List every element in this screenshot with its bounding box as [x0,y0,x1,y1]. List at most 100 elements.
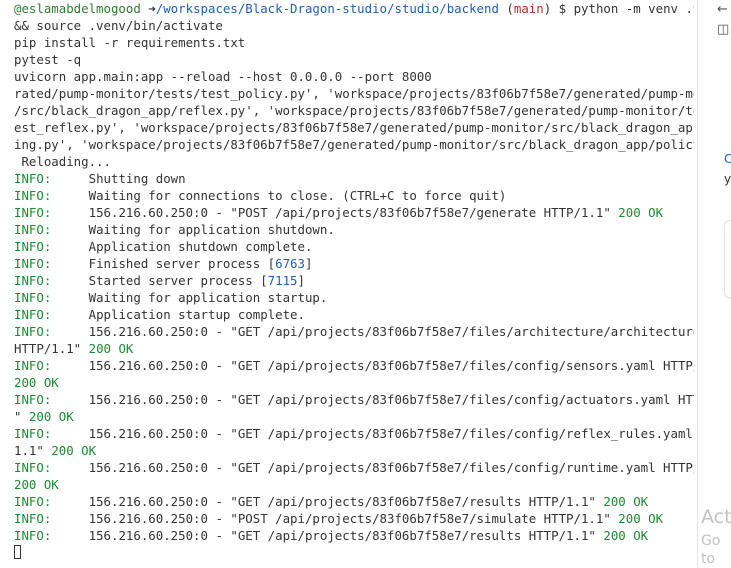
log-line: INFO: 156.216.60.250:0 - "GET /api/proje… [14,493,694,510]
log-line: INFO: 156.216.60.250:0 - "GET /api/proje… [14,527,694,544]
arrow-left-icon[interactable]: ← [717,2,728,17]
log-line: INFO: Waiting for application startup. [14,289,694,306]
panel-divider[interactable] [697,0,698,568]
status-ok: 200 OK [28,409,74,424]
log-message: 156.216.60.250:0 - "GET /api/projects/83… [88,528,604,543]
log-level: INFO: [14,528,52,543]
status-ok: 200 OK [14,477,59,492]
log-message-end: ] [297,273,305,288]
log-line: INFO: 156.216.60.250:0 - "GET /api/proje… [14,459,694,476]
log-gap [51,171,88,186]
status-ok: 200 OK [88,341,134,356]
prompt-line: @eslamabdelmogood ➜/workspaces/Black-Dra… [14,0,694,17]
terminal-output: @eslamabdelmogood ➜/workspaces/Black-Dra… [14,0,694,561]
log-level: INFO: [14,205,52,220]
log-message: 156.216.60.250:0 - "GET /api/projects/83… [88,358,694,373]
log-message: 156.216.60.250:0 - "POST /api/projects/8… [88,511,619,526]
log-message: Waiting for connections to close. (CTRL+… [88,188,507,203]
process-id: 7115 [267,273,298,288]
log-line: INFO: 156.216.60.250:0 - "POST /api/proj… [14,204,694,221]
log-line: INFO: Application shutdown complete. [14,238,694,255]
log-gap [51,290,88,305]
side-panel: ← ◫ C y Act Go to [698,0,731,568]
log-level: INFO: [14,222,52,237]
log-level: INFO: [14,511,52,526]
command-line: && source .venv/bin/activate [14,17,694,34]
log-line-continued: " 200 OK [14,408,694,425]
log-gap [51,222,88,237]
log-message-end: ] [304,256,313,271]
log-level: INFO: [14,188,52,203]
command-text: ing.py', 'workspace/projects/83f06b7f58e… [14,137,694,152]
command-line: Reloading... [14,153,694,170]
log-gap [51,358,88,373]
log-level: INFO: [14,324,52,339]
log-line: INFO: Started server process [7115] [14,272,694,289]
split-view-icon[interactable]: ◫ [717,22,730,37]
log-gap [51,307,88,322]
command-line: rated/pump-monitor/tests/test_policy.py'… [14,85,694,102]
log-level: INFO: [14,494,52,509]
log-level: INFO: [14,426,52,441]
command-line: pip install -r requirements.txt [14,34,694,51]
log-message: Started server process [ [88,273,268,288]
prompt-symbol: $ [558,1,567,16]
log-message: Waiting for application startup. [88,290,328,305]
log-message: 156.216.60.250:0 - "GET /api/projects/83… [88,494,604,509]
status-ok: 200 OK [618,511,664,526]
log-message: 156.216.60.250:0 - "POST /api/projects/8… [88,205,619,220]
log-line: INFO: Shutting down [14,170,694,187]
status-ok: 200 OK [14,375,59,390]
log-message: 156.216.60.250:0 - "GET /api/projects/83… [88,324,694,339]
log-level: INFO: [14,358,52,373]
log-message: " [14,409,29,424]
command-line: uvicorn app.main:app --reload --host 0.0… [14,68,694,85]
activation-watermark: Act Go to [701,506,731,568]
terminal-cursor[interactable] [14,545,21,559]
command-line: /src/black_dragon_app/reflex.py', 'works… [14,102,694,119]
log-message: 1.1" [14,443,52,458]
log-line: INFO: 156.216.60.250:0 - "GET /api/proje… [14,425,694,442]
log-gap [51,188,88,203]
log-line-continued: 1.1" 200 OK [14,442,694,459]
command-text: pytest -q [14,52,82,67]
log-gap [51,392,88,407]
process-id: 6763 [275,256,305,271]
log-line: INFO: 156.216.60.250:0 - "GET /api/proje… [14,357,694,374]
log-line: INFO: 156.216.60.250:0 - "GET /api/proje… [14,323,694,340]
log-message: 156.216.60.250:0 - "GET /api/projects/83… [88,460,694,475]
log-line: INFO: Application startup complete. [14,306,694,323]
log-gap [51,324,88,339]
log-level: INFO: [14,290,52,305]
log-gap [51,205,88,220]
log-gap [51,239,88,254]
command-text: rated/pump-monitor/tests/test_policy.py'… [14,86,694,101]
log-line-continued: HTTP/1.1" 200 OK [14,340,694,357]
log-line: INFO: Waiting for application shutdown. [14,221,694,238]
command-text: est_reflex.py', 'workspace/projects/83f0… [14,120,694,135]
status-ok: 200 OK [603,528,649,543]
prompt-command: python -m venv .venv [573,1,694,16]
side-panel-text-2: y [724,172,731,186]
log-message: Finished server process [ [88,256,276,271]
log-line: INFO: 156.216.60.250:0 - "POST /api/proj… [14,510,694,527]
log-gap [51,273,88,288]
terminal-panel[interactable]: @eslamabdelmogood ➜/workspaces/Black-Dra… [0,0,697,568]
log-message: Shutting down [88,171,186,186]
log-line: INFO: Finished server process [6763] [14,255,694,272]
status-ok: 200 OK [603,494,649,509]
side-panel-card [724,220,731,298]
log-level: INFO: [14,239,52,254]
side-panel-text-1: C [724,152,731,166]
log-message: 156.216.60.250:0 - "GET /api/projects/83… [88,392,694,407]
log-message: 156.216.60.250:0 - "GET /api/projects/83… [88,426,694,441]
prompt-user: @eslamabdelmogood [14,1,141,16]
command-text: pip install -r requirements.txt [14,35,246,50]
log-line: INFO: Waiting for connections to close. … [14,187,694,204]
log-gap [51,494,88,509]
log-line-continued: 200 OK [14,374,694,391]
cursor-line [14,544,694,561]
log-level: INFO: [14,256,52,271]
log-level: INFO: [14,392,52,407]
log-level: INFO: [14,460,52,475]
